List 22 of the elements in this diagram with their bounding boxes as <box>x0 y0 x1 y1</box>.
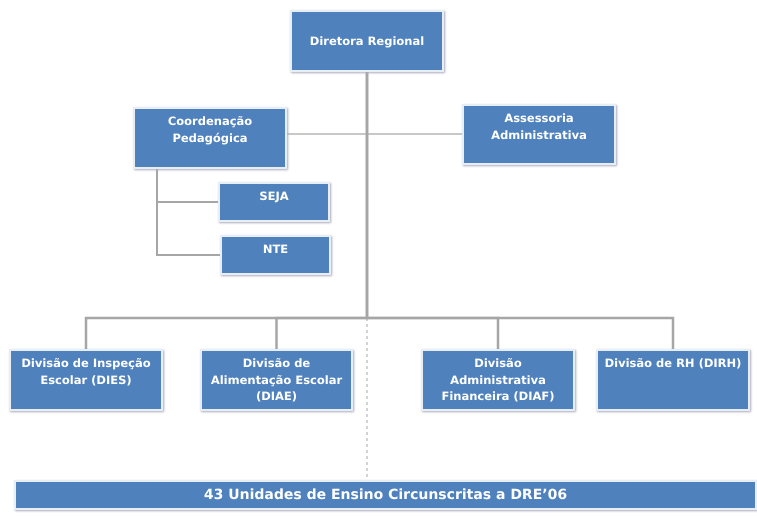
unit-name: Divisão de Inspeção Escolar (DIES) <box>20 355 152 388</box>
org-unit-box <box>9 349 163 411</box>
unit-name: Divisão de RH (DIRH) <box>604 355 742 372</box>
org-unit-box <box>133 107 287 169</box>
unit-name: Assessoria Administrativa <box>490 110 588 144</box>
unit-name: NTE <box>262 241 288 258</box>
connector-line <box>366 72 674 349</box>
connector-line <box>156 169 220 256</box>
unit-name: Divisão Administrativa Financeira (DIAF) <box>440 355 556 406</box>
org-unit-box <box>220 235 331 275</box>
org-unit-box <box>421 349 575 411</box>
org-unit-box <box>596 349 750 411</box>
org-unit-box <box>290 10 444 72</box>
org-unit-box <box>462 104 616 165</box>
unit-name: Divisão de Alimentação Escolar (DIAE) <box>210 355 344 406</box>
unit-name: Diretora Regional <box>310 32 424 50</box>
org-unit-box <box>200 349 353 411</box>
org-unit-box <box>218 182 330 222</box>
unit-name: Coordenação Pedagógica <box>166 113 254 146</box>
unit-name: 43 Unidades de Ensino Circunscritas a DRE’06 <box>204 486 568 505</box>
banner-box <box>14 480 757 510</box>
unit-name: SEJA <box>259 188 289 205</box>
